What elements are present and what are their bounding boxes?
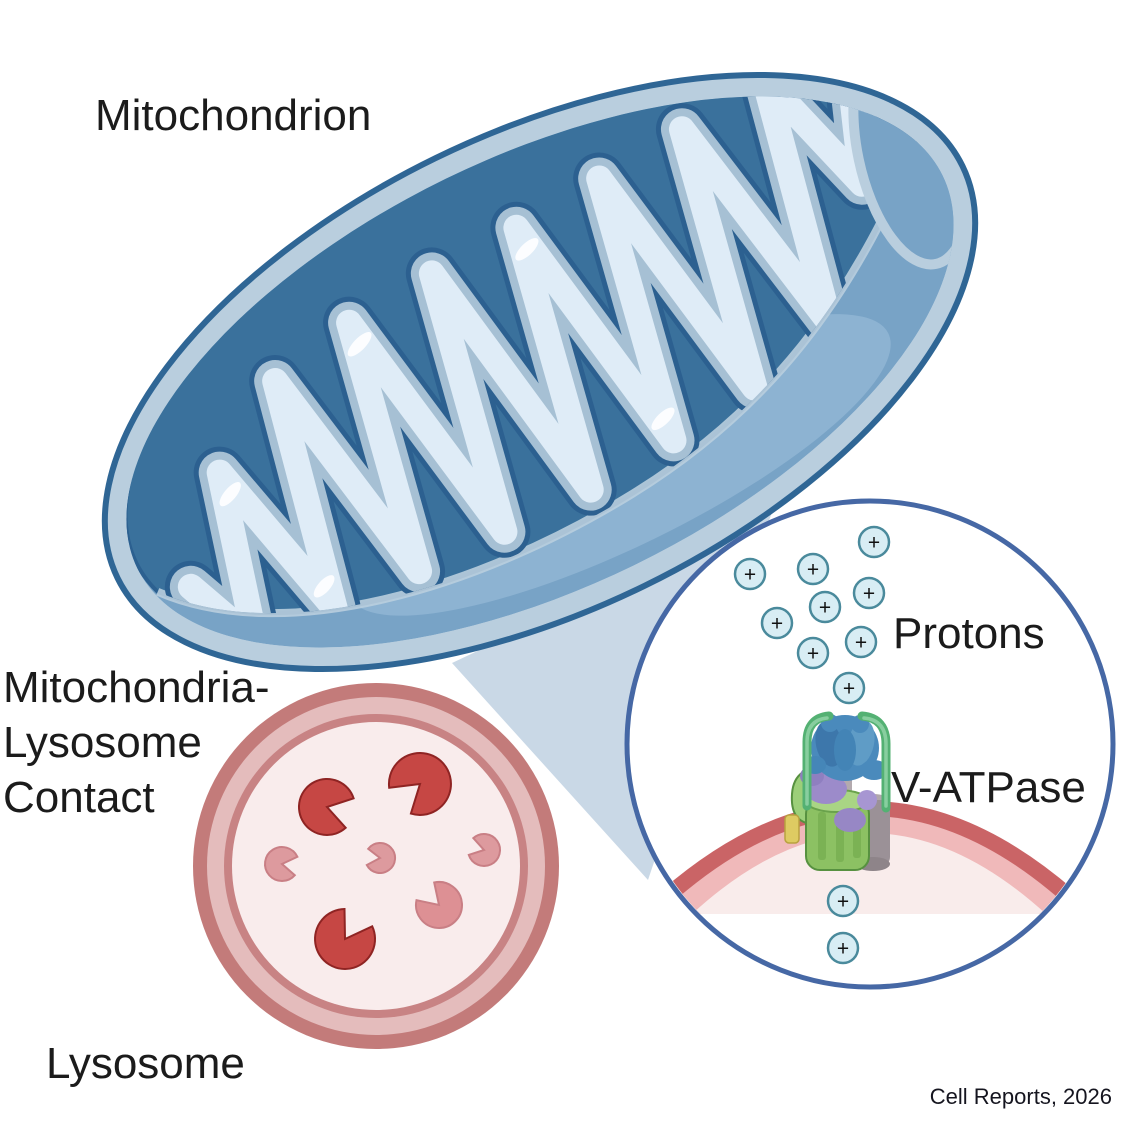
plus-icon: + (744, 564, 756, 587)
plus-icon: + (807, 643, 819, 666)
enzyme (297, 777, 355, 836)
lysosome-enzymes (264, 752, 502, 970)
accessory-subunit (784, 814, 800, 844)
proton-circle (832, 671, 866, 705)
v-atpase-complex (784, 711, 891, 871)
proton-circle (796, 552, 830, 586)
protons-group-below: ++ (826, 884, 860, 965)
plus-icon: + (843, 678, 855, 701)
proton-circle (760, 606, 794, 640)
proton-circle (852, 576, 886, 610)
plus-icon: + (837, 938, 849, 961)
plus-icon: + (863, 583, 875, 606)
enzyme (415, 881, 463, 929)
plus-icon: + (807, 559, 819, 582)
mitochondrion-illustration (101, 27, 979, 672)
credit-label: Cell Reports, 2026 (929, 1084, 1112, 1109)
proton-circle (857, 525, 891, 559)
enzyme (467, 833, 502, 867)
proton-circle (826, 931, 860, 965)
contact-label-line2: Lysosome (3, 718, 202, 767)
proton-circle (808, 590, 842, 624)
proton-circle (733, 557, 767, 591)
v-atpase-label: V-ATPase (891, 763, 1086, 812)
plus-icon: + (868, 532, 880, 555)
lysosome-illustration (193, 683, 559, 1049)
inset-magnified-view: +++++++++ ++ (624, 498, 1116, 990)
plus-icon: + (771, 613, 783, 636)
plus-icon: + (819, 597, 831, 620)
plus-icon: + (855, 632, 867, 655)
protons-group-above: +++++++++ (733, 525, 891, 705)
mitochondrion-label: Mitochondrion (95, 91, 372, 140)
proton-circle (844, 625, 878, 659)
lysosome-label: Lysosome (46, 1039, 245, 1088)
membrane-lumen-layer (692, 833, 1046, 914)
contact-label: Mitochondria- Lysosome Contact (3, 660, 270, 825)
proton-circle (826, 884, 860, 918)
enzyme (314, 907, 377, 970)
proton-circle (796, 636, 830, 670)
enzyme (264, 846, 299, 882)
inner-membrane-lip (156, 138, 923, 618)
contact-label-line3: Contact (3, 773, 155, 822)
contact-label-line1: Mitochondria- (3, 663, 270, 712)
enzyme (365, 842, 397, 874)
protons-label: Protons (893, 609, 1045, 658)
enzyme (387, 752, 452, 816)
plus-icon: + (837, 891, 849, 914)
